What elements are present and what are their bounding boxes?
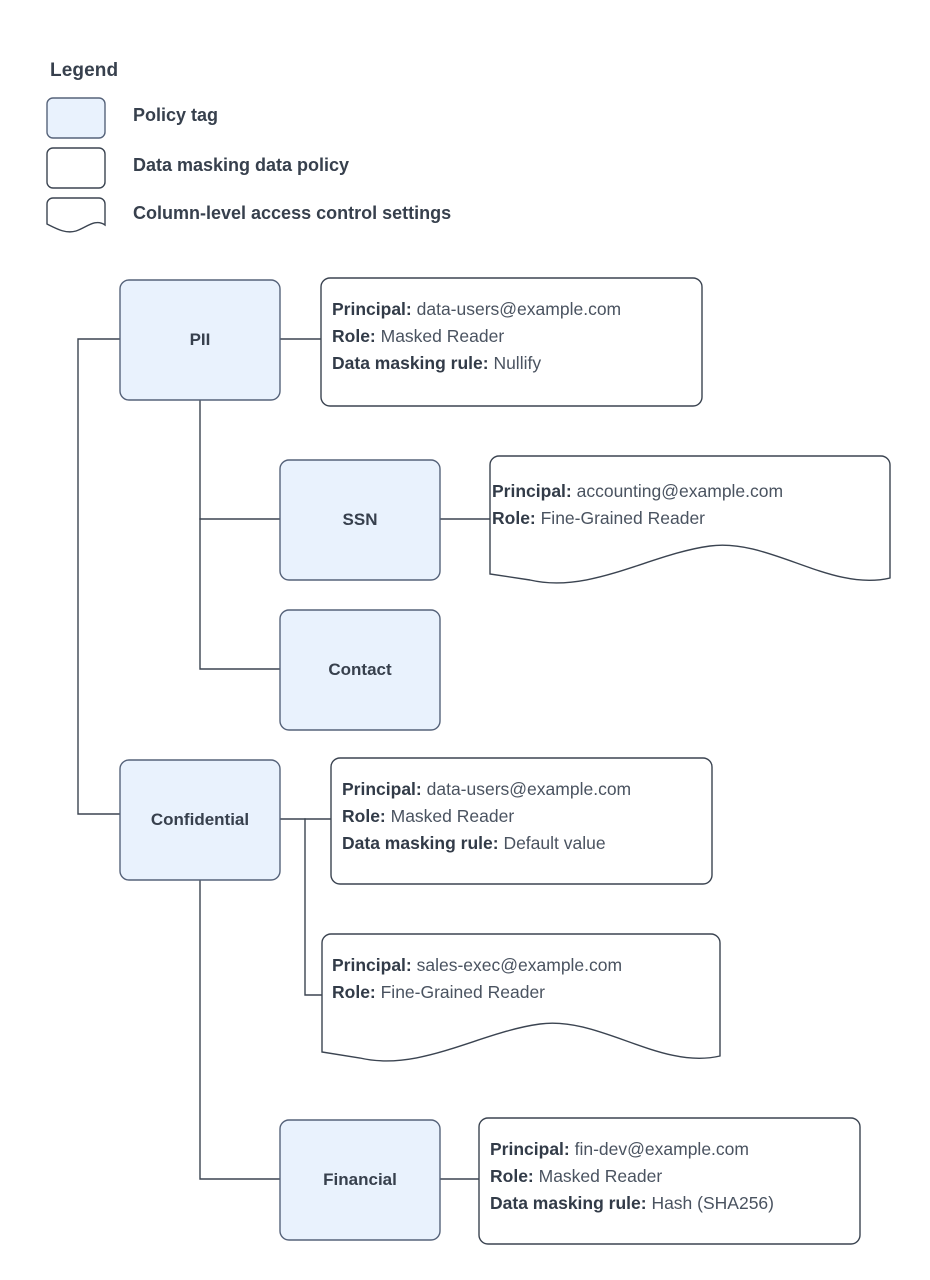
policy-field-row: Data masking rule: Default value xyxy=(342,830,631,857)
connector-pii-to-ssn xyxy=(199,399,281,520)
node-confidential[interactable] xyxy=(119,759,281,881)
node-ssn[interactable] xyxy=(279,459,441,581)
acl-doc-confidential[interactable] xyxy=(321,933,721,1062)
policy-field-row: Principal: data-users@example.com xyxy=(332,296,621,323)
node-label-ssn: SSN xyxy=(342,510,378,529)
node-label-pii-wrap: PII xyxy=(120,280,280,400)
policy-field-row: Role: Masked Reader xyxy=(332,323,621,350)
connector-confidential-to-financial xyxy=(199,879,281,1180)
policy-field-value: Nullify xyxy=(488,353,542,373)
node-label-contact: Contact xyxy=(328,660,392,679)
node-label-ssn-wrap: SSN xyxy=(280,460,440,580)
policy-field-key: Role: xyxy=(332,326,376,346)
policy-box-pii[interactable] xyxy=(320,277,703,407)
policy-field-key: Principal: xyxy=(332,299,412,319)
policy-field-row: Data masking rule: Nullify xyxy=(332,350,621,377)
policy-field-value: Masked Reader xyxy=(385,806,515,826)
policy-field-key: Principal: xyxy=(332,955,412,975)
policy-field-value: Default value xyxy=(498,833,606,853)
node-label-financial: Financial xyxy=(323,1170,397,1189)
policy-field-row: Principal: data-users@example.com xyxy=(342,776,631,803)
policy-box-confidential[interactable] xyxy=(330,757,713,885)
legend-item-label-column-access-settings: Column-level access control settings xyxy=(133,203,452,223)
policy-field-key: Data masking rule: xyxy=(332,353,489,373)
policy-field-value: data-users@example.com xyxy=(411,299,622,319)
policy-field-value: fin-dev@example.com xyxy=(569,1139,749,1159)
legend-swatch-policy-tag xyxy=(46,97,106,139)
node-label-confidential: Confidential xyxy=(150,810,250,829)
policy-field-row: Principal: accounting@example.com xyxy=(492,478,783,505)
legend-item-label-policy-tag: Policy tag xyxy=(133,105,219,125)
policy-field-value: Fine-Grained Reader xyxy=(375,982,545,1002)
policy-field-row: Role: Masked Reader xyxy=(490,1163,774,1190)
node-label-confidential-wrap: Confidential xyxy=(120,760,280,880)
legend-title: Legend xyxy=(50,60,119,81)
node-financial[interactable] xyxy=(279,1119,441,1241)
policy-field-key: Principal: xyxy=(342,779,422,799)
node-label-pii: PII xyxy=(189,330,211,349)
policy-field-key: Data masking rule: xyxy=(490,1193,647,1213)
policy-field-row: Principal: sales-exec@example.com xyxy=(332,952,622,979)
policy-field-row: Principal: fin-dev@example.com xyxy=(490,1136,774,1163)
policy-field-row: Role: Fine-Grained Reader xyxy=(332,979,622,1006)
policy-field-value: Masked Reader xyxy=(375,326,505,346)
policy-field-value: accounting@example.com xyxy=(571,481,784,501)
policy-field-row: Role: Masked Reader xyxy=(342,803,631,830)
policy-field-key: Principal: xyxy=(490,1139,570,1159)
policy-field-value: sales-exec@example.com xyxy=(411,955,623,975)
policy-field-key: Role: xyxy=(490,1166,534,1186)
legend-swatch-column-access-settings xyxy=(46,197,106,233)
legend-item-label-data-masking-policy: Data masking data policy xyxy=(133,155,350,175)
acl-doc-ssn[interactable] xyxy=(489,455,891,584)
policy-field-key: Role: xyxy=(332,982,376,1002)
policy-field-value: Fine-Grained Reader xyxy=(535,508,705,528)
policy-field-key: Data masking rule: xyxy=(342,833,499,853)
connector-pii-to-contact xyxy=(199,518,281,670)
policy-field-key: Role: xyxy=(492,508,536,528)
connector-confidential-to-acl xyxy=(304,818,323,996)
policy-field-value: Hash (SHA256) xyxy=(646,1193,774,1213)
node-contact[interactable] xyxy=(279,609,441,731)
policy-field-key: Role: xyxy=(342,806,386,826)
node-pii[interactable] xyxy=(119,279,281,401)
policy-field-value: data-users@example.com xyxy=(421,779,632,799)
policy-field-row: Role: Fine-Grained Reader xyxy=(492,505,783,532)
policy-field-value: Masked Reader xyxy=(533,1166,663,1186)
node-label-contact-wrap: Contact xyxy=(280,610,440,730)
node-label-financial-wrap: Financial xyxy=(280,1120,440,1240)
policy-field-row: Data masking rule: Hash (SHA256) xyxy=(490,1190,774,1217)
policy-field-key: Principal: xyxy=(492,481,572,501)
policy-box-financial[interactable] xyxy=(478,1117,861,1245)
legend-swatch-data-masking-policy xyxy=(46,147,106,189)
connector-root-spine xyxy=(77,338,121,815)
